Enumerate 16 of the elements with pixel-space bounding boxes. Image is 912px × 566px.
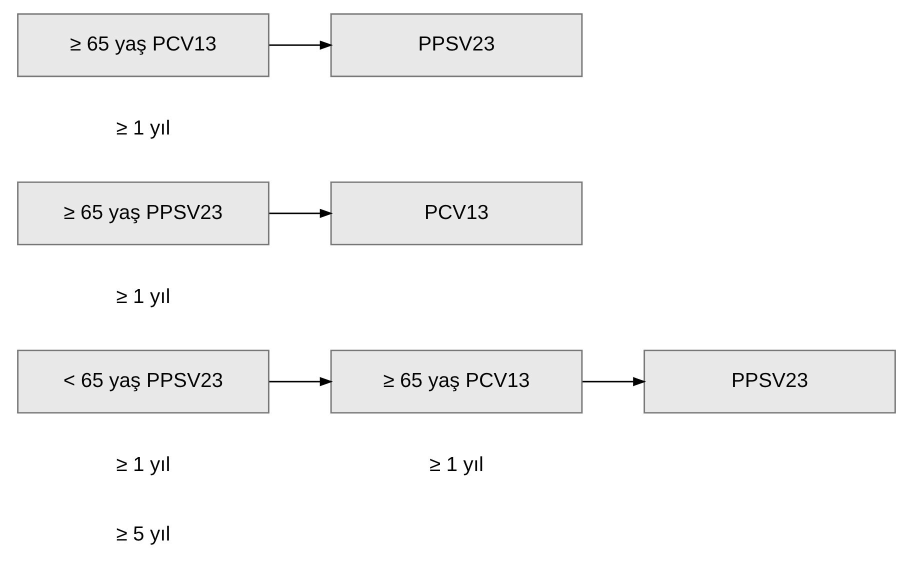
- node-box: PPSV23: [330, 13, 582, 78]
- arrow: [268, 40, 332, 50]
- label: ≥ 1 yıl: [116, 118, 170, 140]
- label: ≥ 1 yıl: [116, 454, 170, 476]
- arrow: [268, 377, 332, 386]
- node-box: PCV13: [330, 181, 582, 246]
- node-box: < 65 yaş PPSV23: [16, 350, 269, 414]
- node-box: PPSV23: [643, 350, 896, 414]
- node-box: ≥ 65 yaş PPSV23: [16, 181, 269, 246]
- label: ≥ 1 yıl: [428, 454, 484, 476]
- arrow: [582, 377, 646, 386]
- arrow: [268, 208, 332, 218]
- node-box: ≥ 65 yaş PCV13: [330, 350, 582, 414]
- label: ≥ 1 yıl: [116, 286, 170, 308]
- node-box: ≥ 65 yaş PCV13: [16, 13, 269, 78]
- label: ≥ 5 yıl: [116, 524, 170, 546]
